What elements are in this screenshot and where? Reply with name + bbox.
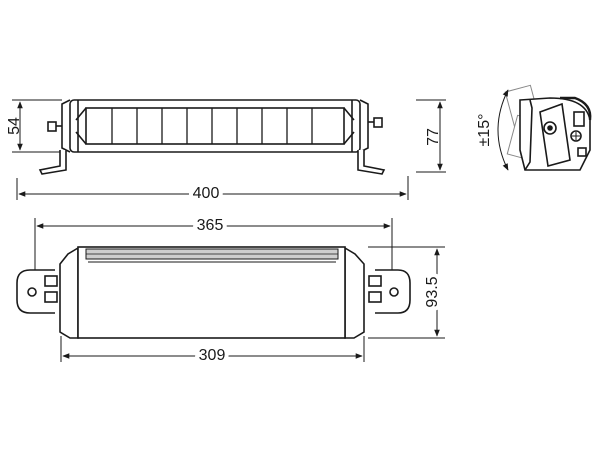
dim-bottom-mount-width-label: 365 (197, 217, 224, 234)
right-mount-tab (368, 269, 411, 314)
front-left-cap (61, 99, 71, 153)
dim-bottom-body-width (60, 336, 365, 362)
tilt-label: ±15° (476, 114, 493, 147)
dim-side-height-label: 77 (425, 128, 442, 146)
led-cells (111, 108, 313, 144)
left-mount-tab (16, 269, 58, 314)
bottom-right-cap (344, 246, 365, 339)
left-bracket (38, 150, 67, 175)
left-bolt-icon (47, 121, 57, 132)
side-view (504, 84, 592, 171)
dim-front-width (16, 176, 409, 200)
dim-bottom-body-width-label: 309 (199, 347, 226, 364)
front-right-cap (359, 99, 369, 153)
side-bracket (539, 102, 571, 168)
bottom-body (77, 246, 346, 339)
dim-side-height (416, 99, 446, 173)
right-bolt-icon (373, 117, 383, 128)
bottom-view (16, 246, 411, 339)
left-mount-hole-icon (27, 287, 37, 297)
right-bracket (357, 150, 386, 175)
right-mount-hole-icon (389, 287, 399, 297)
dim-bottom-height-label: 93.5 (424, 276, 441, 307)
front-view (38, 99, 386, 175)
bottom-left-cap (59, 246, 79, 339)
tilt-arc (497, 89, 509, 171)
dim-bottom-mount-width (34, 218, 393, 270)
dim-front-height (12, 99, 62, 153)
pivot-bolt-inner-icon (547, 125, 553, 131)
dim-front-height-label: 54 (6, 117, 23, 135)
dim-bottom-height (368, 246, 445, 339)
front-lens-area (85, 107, 345, 145)
dim-front-width-label: 400 (193, 185, 220, 202)
